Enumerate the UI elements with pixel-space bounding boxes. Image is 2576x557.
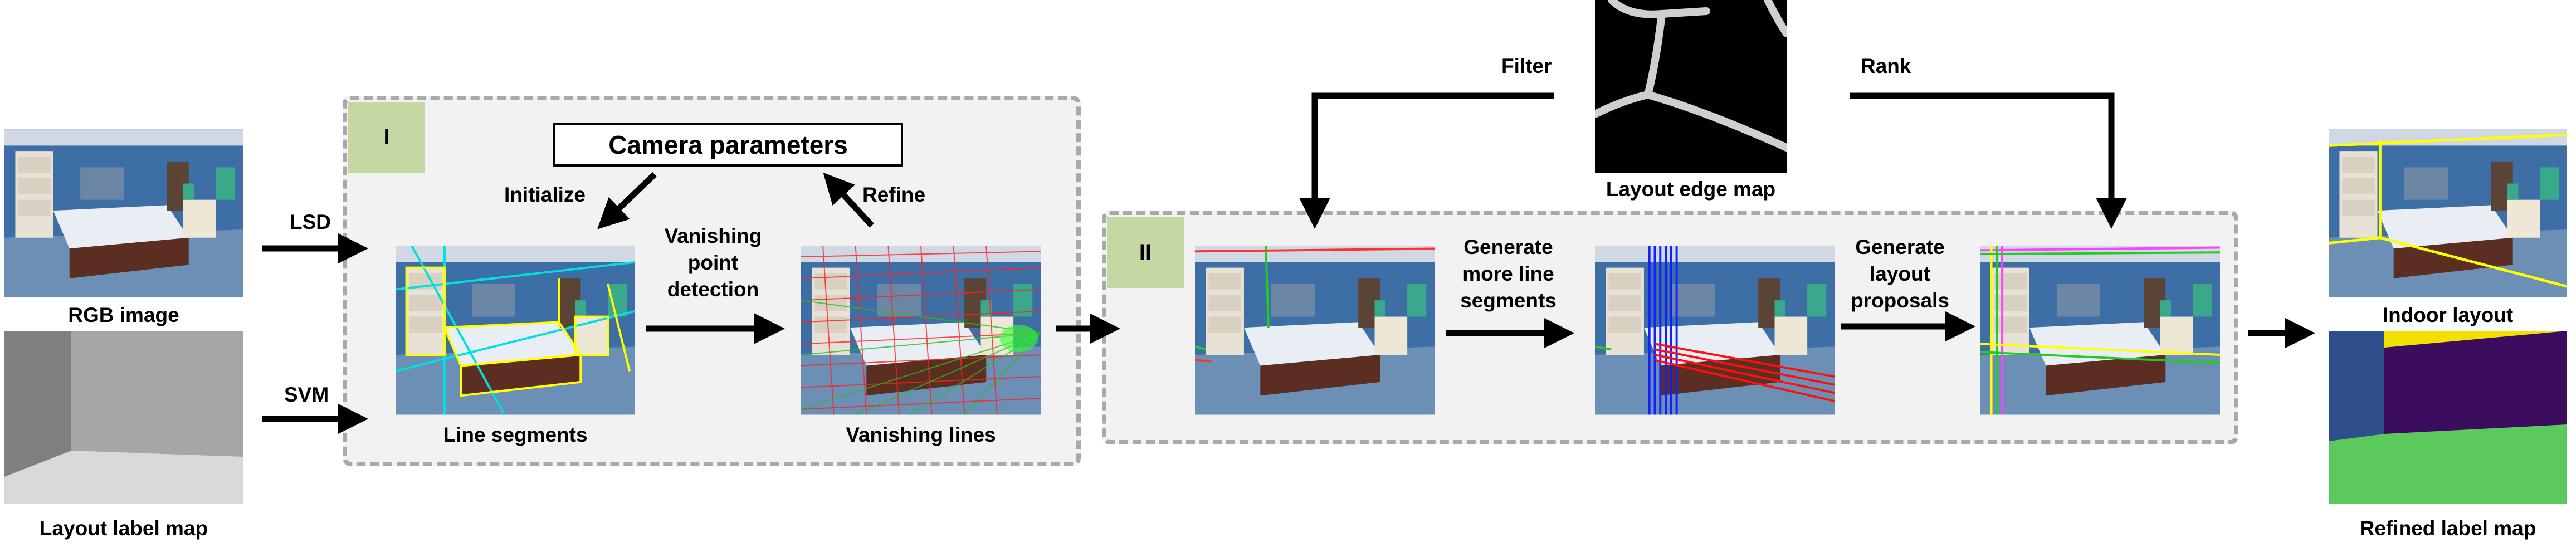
filter-label: Filter [1501, 55, 1552, 77]
stage1-tag: I [348, 102, 425, 173]
rank-label: Rank [1861, 55, 1911, 77]
vanishing-lines-image [801, 246, 1041, 416]
camera-parameters-box: Camera parameters [553, 123, 903, 167]
lsd-label: LSD [290, 211, 331, 233]
stage2-filtered-image [1195, 246, 1435, 415]
generate-line-segments-label: Generate more line segments [1460, 236, 1557, 312]
generate-layout-proposals-label: Generate layout proposals [1851, 236, 1949, 312]
rgb-image [4, 129, 243, 297]
refined-label-map-caption: Refined label map [2359, 517, 2536, 540]
refine-label: Refine [862, 183, 926, 206]
indoor-layout-caption: Indoor layout [2382, 304, 2514, 326]
stage2-proposals-image [1980, 246, 2220, 415]
vp-detection-label: Vanishing point detection [664, 224, 762, 301]
layout-label-map-input [4, 331, 243, 504]
svm-label: SVM [284, 383, 329, 406]
layout-label-map-caption: Layout label map [39, 517, 208, 540]
stage2-more-lines-image [1595, 246, 1835, 415]
vanishing-lines-caption: Vanishing lines [846, 423, 996, 446]
layout-edge-map-caption: Layout edge map [1606, 178, 1776, 201]
stage2-tag: II [1107, 217, 1184, 288]
line-segments-caption: Line segments [443, 423, 588, 446]
initialize-label: Initialize [504, 183, 586, 206]
rgb-image-caption: RGB image [68, 304, 179, 326]
indoor-layout-image [2329, 129, 2567, 297]
line-segments-image [396, 245, 635, 416]
refined-label-map-image [2329, 331, 2567, 504]
arrow-filter [1299, 92, 1554, 229]
layout-edge-map-image [1595, 0, 1787, 173]
arrow-rank [1850, 92, 2127, 229]
